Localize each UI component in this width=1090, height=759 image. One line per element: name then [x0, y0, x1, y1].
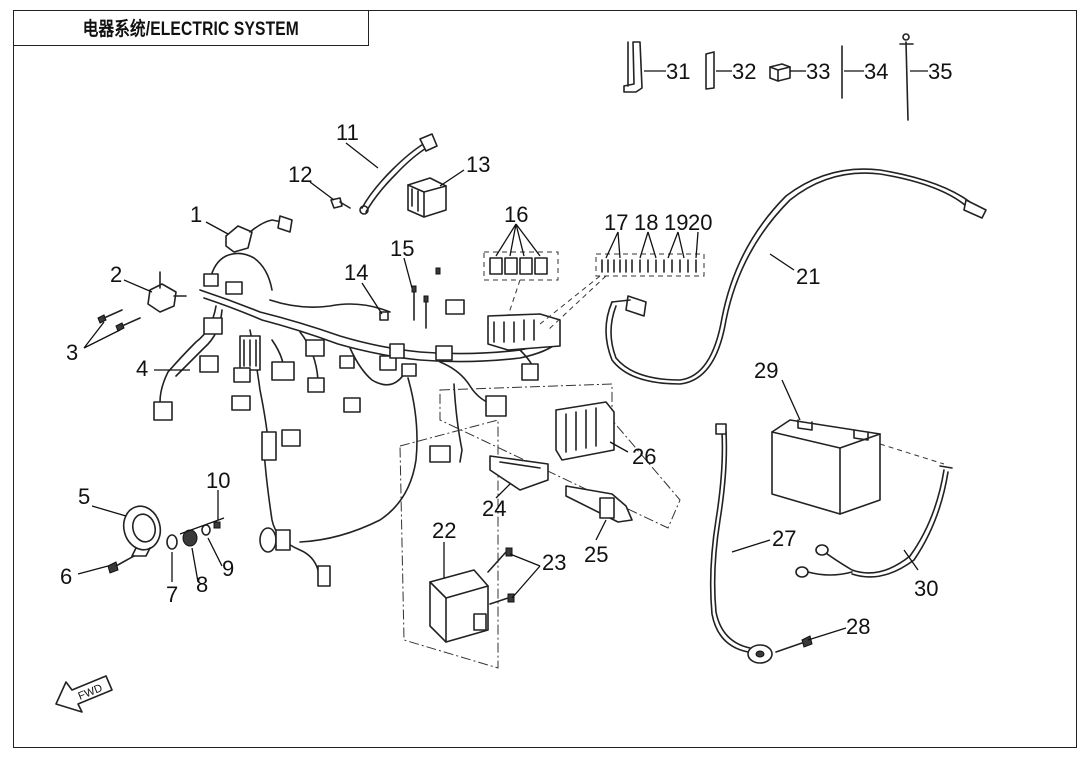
callout-34: 34	[864, 59, 888, 84]
part-33-block	[769, 63, 791, 82]
callout-16: 16	[504, 202, 528, 227]
callout-32: 32	[732, 59, 756, 84]
part-9-washer	[201, 524, 211, 536]
horn-axis-line	[179, 517, 225, 535]
part-12-bolt	[330, 197, 351, 209]
callout-4: 4	[136, 356, 148, 381]
callout-23: 23	[542, 550, 566, 575]
part-31-bracket	[623, 41, 643, 93]
part-23-bolts	[487, 547, 515, 605]
callout-12: 12	[288, 162, 312, 187]
part-10-nut	[213, 521, 221, 529]
title-box: 电器系统/ELECTRIC SYSTEM	[13, 10, 369, 46]
part-29-battery	[771, 419, 881, 515]
callout-1: 1	[190, 202, 202, 227]
fwd-arrow-icon: FWD	[55, 675, 113, 713]
part-15-bolts	[411, 267, 441, 329]
part-28-bolt	[775, 635, 813, 653]
callout-2: 2	[110, 262, 122, 287]
part-24-bracket	[489, 455, 549, 491]
part-11-cable	[359, 133, 438, 215]
part-6-bolt	[107, 555, 135, 574]
callout-18: 18	[634, 210, 658, 235]
part-13-relay	[407, 177, 447, 218]
harness-sensor-connector	[259, 527, 291, 553]
callout-15: 15	[390, 236, 414, 261]
callout-6: 6	[60, 564, 72, 589]
callout-8: 8	[196, 572, 208, 597]
leader-lines	[77, 70, 928, 641]
part-5-horn	[122, 505, 162, 557]
callout-21: 21	[796, 264, 820, 289]
callout-24: 24	[482, 496, 506, 521]
part-25-module	[565, 485, 633, 523]
part-30-cable	[795, 465, 953, 578]
callout-labels: 31 32 33 34 35 11 12 13 1 2 3 4 14 15 16…	[60, 59, 952, 639]
callout-5: 5	[78, 484, 90, 509]
ecu-group-outline	[399, 383, 681, 669]
part-1-sensor	[225, 215, 293, 253]
callout-31: 31	[666, 59, 690, 84]
part-21-cable	[605, 168, 987, 385]
callout-30: 30	[914, 576, 938, 601]
callout-26: 26	[632, 444, 656, 469]
callout-11: 11	[336, 120, 359, 145]
callout-10: 10	[206, 468, 230, 493]
callout-14: 14	[344, 260, 368, 285]
callout-3: 3	[66, 340, 78, 365]
callout-7: 7	[166, 582, 178, 607]
callout-35: 35	[928, 59, 952, 84]
callout-9: 9	[222, 556, 234, 581]
callout-13: 13	[466, 152, 490, 177]
callout-25: 25	[584, 542, 608, 567]
part-4-main-harness	[153, 252, 561, 587]
part-17-20-fuses	[539, 253, 705, 331]
part-32-pad	[705, 51, 715, 90]
part-14-clip	[379, 311, 389, 321]
part-16-relays	[483, 251, 559, 317]
callout-27: 27	[772, 526, 796, 551]
part-22-regulator	[429, 569, 489, 643]
diagram-frame	[13, 10, 1077, 748]
callout-19: 19	[664, 210, 688, 235]
part-7-washer	[166, 534, 178, 550]
page-title: 电器系统/ELECTRIC SYSTEM	[82, 19, 299, 40]
part-2-switch	[147, 271, 187, 313]
battery-leader-dash	[879, 443, 945, 465]
callout-33: 33	[806, 59, 830, 84]
part-35-cable-tie	[899, 33, 914, 121]
part-3-screws	[97, 309, 141, 332]
part-27-cable	[709, 423, 773, 664]
callout-28: 28	[846, 614, 870, 639]
part-26-fuse-box	[555, 401, 615, 461]
callout-29: 29	[754, 358, 778, 383]
callout-17: 17	[604, 210, 628, 235]
callout-22: 22	[432, 518, 456, 543]
callout-20: 20	[688, 210, 712, 235]
